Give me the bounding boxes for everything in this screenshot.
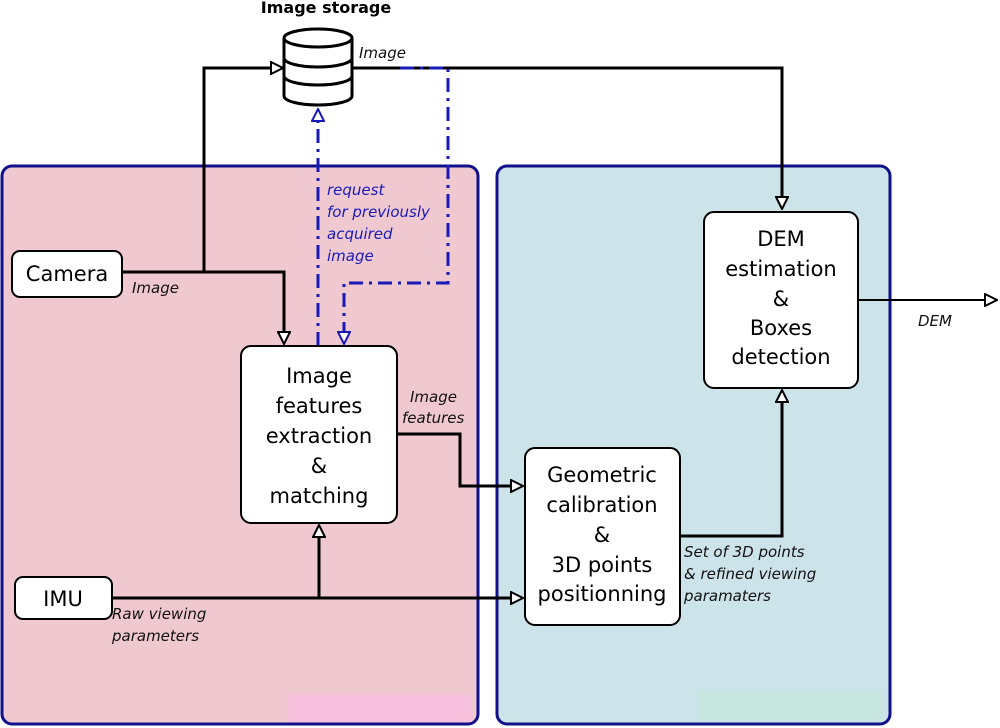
calibration-line-4: 3D points [552, 553, 653, 577]
points-set-line-1: Set of 3D points [684, 543, 805, 561]
raw-viewing-line-2: parameters [111, 627, 199, 645]
request-line-4: image [327, 247, 374, 265]
calibration-node[interactable] [524, 447, 681, 626]
edge-features-to-calibration [397, 432, 522, 486]
edge-storage-to-dem [352, 66, 782, 208]
features-line-2: features [276, 394, 363, 418]
left-region-tab [288, 695, 472, 722]
camera-label: Camera [26, 262, 108, 286]
calibration-line-2: calibration [546, 493, 657, 517]
calibration-line-5: positionning [538, 582, 667, 606]
features-line-4: & [311, 454, 327, 478]
features-node[interactable] [240, 345, 398, 524]
features-line-3: extraction [266, 424, 373, 448]
storage-image-label: Image [359, 44, 406, 62]
raw-viewing-line-1: Raw viewing [112, 605, 206, 623]
database-icon [282, 27, 354, 107]
dem-line-5: detection [731, 345, 830, 369]
edge-storage-to-features-return [344, 66, 450, 343]
dem-node[interactable] [703, 211, 859, 389]
points-set-line-2: & refined viewing [684, 565, 816, 583]
features-line-5: matching [270, 484, 369, 508]
calibration-line-3: & [594, 523, 610, 547]
image-features-line-2: features [402, 409, 464, 427]
dem-line-3: & [773, 287, 789, 311]
calibration-line-1: Geometric [547, 463, 657, 487]
imu-label: IMU [43, 587, 83, 611]
camera-node[interactable] [11, 250, 123, 298]
request-line-1: request [327, 181, 385, 199]
request-line-2: for previously [327, 203, 431, 221]
request-line-3: acquired [327, 225, 393, 243]
right-region-tab [698, 690, 882, 720]
storage-title: Image storage [261, 0, 392, 17]
dem-line-1: DEM [757, 227, 805, 251]
image-features-line-1: Image [410, 388, 457, 406]
features-line-1: Image [286, 364, 352, 388]
dem-line-2: estimation [725, 257, 836, 281]
imu-node[interactable] [14, 576, 113, 620]
dem-output-label: DEM [918, 312, 952, 330]
edge-camera-to-features [204, 270, 284, 343]
dem-line-4: Boxes [750, 316, 812, 340]
camera-image-label: Image [132, 279, 179, 297]
edge-calibration-to-dem [680, 391, 782, 538]
edge-camera-to-storage [122, 68, 282, 274]
points-set-line-3: paramaters [683, 587, 771, 605]
